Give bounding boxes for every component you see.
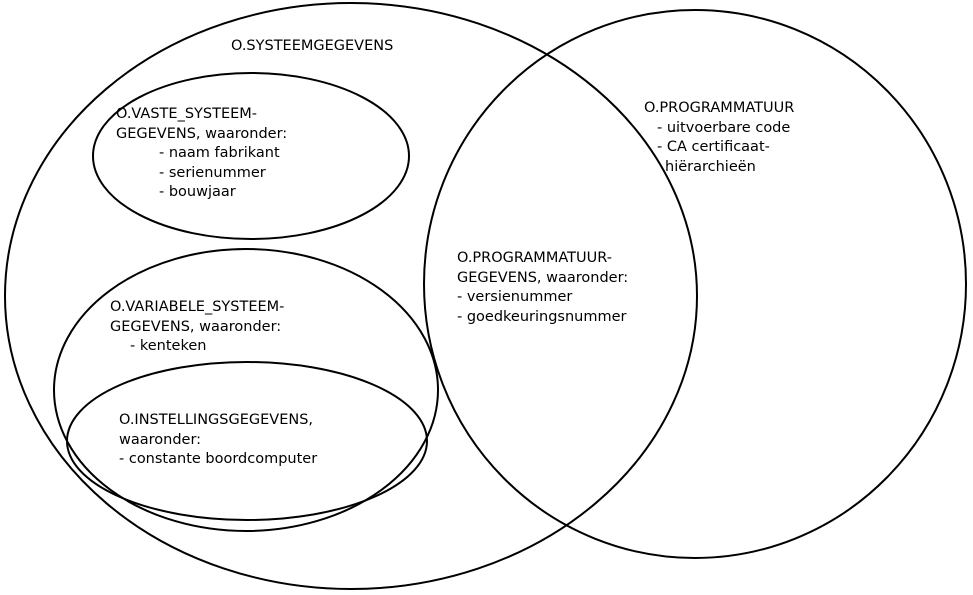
systeemgegevens-label: O.SYSTEEMGEGEVENS bbox=[231, 37, 393, 57]
programmatuurgegevens-item: - goedkeuringsnummer bbox=[457, 308, 627, 325]
variabele-systeemgegevens-item: - kenteken bbox=[130, 338, 207, 354]
programmatuur-item: - CA certificaat- bbox=[657, 139, 770, 155]
vaste-systeemgegevens-ellipse bbox=[92, 72, 410, 240]
variabele-systeemgegevens-ellipse bbox=[53, 248, 439, 532]
vaste-systeemgegevens-item: - serienummer bbox=[159, 164, 266, 181]
instellingsgegevens-title-line2: waaronder: bbox=[119, 431, 202, 448]
programmatuurgegevens-label: O.PROGRAMMATUUR- GEGEVENS, waaronder: - … bbox=[457, 249, 628, 327]
programmatuur-item: - uitvoerbare code bbox=[657, 119, 791, 136]
vaste-systeemgegevens-label: O.VASTE_SYSTEEM- GEGEVENS, waaronder: - … bbox=[116, 105, 287, 203]
vaste-systeemgegevens-item: - bouwjaar bbox=[159, 184, 236, 200]
programmatuur-item-continuation: hiërarchieën bbox=[665, 158, 756, 175]
vaste-systeemgegevens-item: - naam fabrikant bbox=[159, 145, 280, 161]
programmatuurgegevens-title-line2: GEGEVENS, waaronder: bbox=[457, 269, 629, 286]
systeemgegevens-title: O.SYSTEEMGEGEVENS bbox=[231, 38, 394, 54]
instellingsgegevens-title-line1: O.INSTELLINGSGEGEVENS, bbox=[119, 412, 314, 428]
programmatuurgegevens-item: - versienummer bbox=[457, 289, 573, 305]
programmatuur-ellipse bbox=[423, 9, 967, 559]
instellingsgegevens-label: O.INSTELLINGSGEGEVENS, waaronder: - cons… bbox=[119, 411, 317, 470]
variabele-systeemgegevens-title-line2: GEGEVENS, waaronder: bbox=[110, 318, 282, 335]
instellingsgegevens-ellipse bbox=[66, 361, 428, 521]
systeemgegevens-ellipse bbox=[4, 2, 698, 590]
programmatuurgegevens-title-line1: O.PROGRAMMATUUR- bbox=[457, 250, 612, 266]
programmatuur-label: O.PROGRAMMATUUR - uitvoerbare code - CA … bbox=[644, 99, 794, 177]
variabele-systeemgegevens-title-line1: O.VARIABELE_SYSTEEM- bbox=[110, 299, 285, 315]
instellingsgegevens-item: - constante boordcomputer bbox=[119, 451, 318, 467]
vaste-systeemgegevens-title-line2: GEGEVENS, waaronder: bbox=[116, 125, 288, 142]
vaste-systeemgegevens-title-line1: O.VASTE_SYSTEEM- bbox=[116, 106, 258, 122]
programmatuur-title: O.PROGRAMMATUUR bbox=[644, 100, 795, 116]
variabele-systeemgegevens-label: O.VARIABELE_SYSTEEM- GEGEVENS, waaronder… bbox=[110, 298, 284, 357]
